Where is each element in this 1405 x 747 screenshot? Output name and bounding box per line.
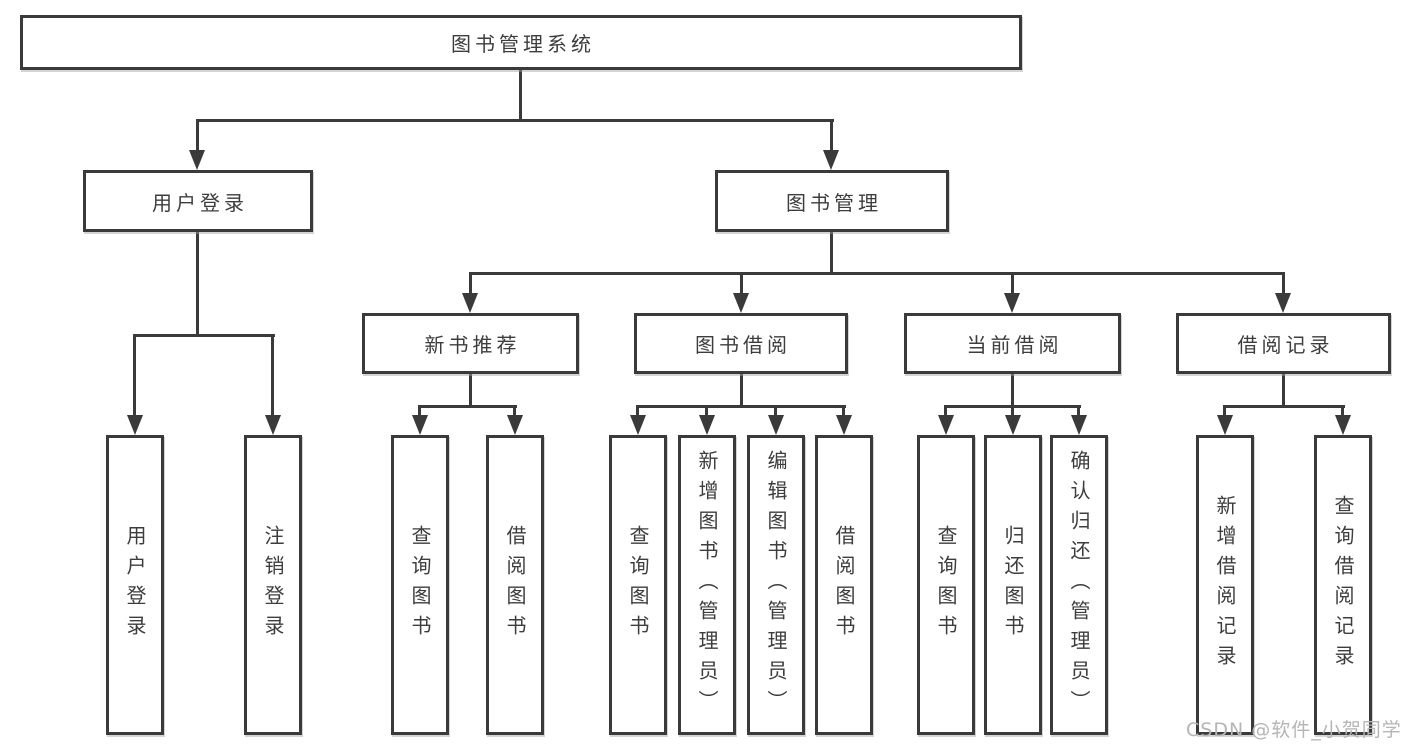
connector-leaf-drop xyxy=(1223,405,1226,419)
connector-root-bar xyxy=(196,119,834,122)
leaf-record-add-record: 新增借阅记录 xyxy=(1196,435,1254,735)
leaf-user-login: 用户登录 xyxy=(106,435,164,735)
node-borrowing-records: 借阅记录 xyxy=(1176,313,1391,374)
node-book-management: 图书管理 xyxy=(715,170,949,232)
connector-leaf-drop xyxy=(944,405,947,419)
connector-book-borrow-bar xyxy=(636,405,846,408)
leaf-rec-query-book: 查询图书 xyxy=(391,435,449,735)
connector-leaf-drop xyxy=(1341,405,1344,419)
leaf-borrow-borrow-book: 借阅图书 xyxy=(815,435,873,735)
leaf-current-confirm-return-admin: 确认归还（管理员） xyxy=(1050,435,1108,735)
connector-logout-drop xyxy=(271,334,274,418)
node-book-borrowing: 图书借阅 xyxy=(634,313,848,374)
connector-leaf-drop xyxy=(1011,405,1014,419)
arrow-down-icon xyxy=(189,150,205,170)
node-library-system: 图书管理系统 xyxy=(20,15,1022,70)
arrow-down-icon xyxy=(127,415,143,435)
node-user-login: 用户登录 xyxy=(83,170,313,232)
connector-user-login-bar xyxy=(133,334,275,337)
connector-leaf-drop xyxy=(636,405,639,419)
connector-leaf-drop xyxy=(705,405,708,419)
leaf-borrow-query-book: 查询图书 xyxy=(609,435,667,735)
arrow-down-icon xyxy=(507,415,523,435)
connector-leaf-drop xyxy=(1077,405,1080,419)
connector-new-book-rec-stem xyxy=(469,371,472,408)
leaf-borrow-edit-book-admin: 编辑图书（管理员） xyxy=(747,435,805,735)
arrow-down-icon xyxy=(733,293,749,313)
node-new-book-recommend: 新书推荐 xyxy=(362,313,579,374)
connector-borrow-record-stem xyxy=(1282,371,1285,408)
connector-new-book-rec-bar xyxy=(419,405,517,408)
leaf-borrow-add-book-admin: 新增图书（管理员） xyxy=(678,435,736,735)
arrow-down-icon xyxy=(823,150,839,170)
connector-leaf-drop xyxy=(513,405,516,419)
connector-leaf-drop xyxy=(418,405,421,419)
connector-book-mgmt-bar xyxy=(469,272,1285,275)
connector-current-borrow-drop xyxy=(1011,272,1014,295)
arrow-down-icon xyxy=(1217,415,1233,435)
arrow-down-icon xyxy=(768,415,784,435)
arrow-down-icon xyxy=(836,415,852,435)
arrow-down-icon xyxy=(1004,293,1020,313)
arrow-down-icon xyxy=(412,415,428,435)
arrow-down-icon xyxy=(1275,293,1291,313)
connector-book-borrow-stem xyxy=(740,371,743,408)
connector-login-leaf-drop xyxy=(133,334,136,418)
leaf-current-return-book: 归还图书 xyxy=(984,435,1042,735)
csdn-watermark: CSDN @软件_小贺同学 xyxy=(1186,719,1402,741)
arrow-down-icon xyxy=(630,415,646,435)
arrow-down-icon xyxy=(462,293,478,313)
leaf-current-query-book: 查询图书 xyxy=(917,435,975,735)
node-current-borrowing: 当前借阅 xyxy=(904,313,1121,374)
leaf-rec-borrow-book: 借阅图书 xyxy=(486,435,544,735)
arrow-down-icon xyxy=(938,415,954,435)
leaf-logout: 注销登录 xyxy=(244,435,302,735)
connector-current-borrow-stem xyxy=(1011,371,1014,408)
connector-book-mgmt-stem xyxy=(830,229,833,275)
arrow-down-icon xyxy=(1071,415,1087,435)
connector-book-borrow-drop xyxy=(740,272,743,295)
arrow-down-icon xyxy=(1005,415,1021,435)
connector-user-login-drop xyxy=(196,119,199,152)
connector-new-book-rec-drop xyxy=(469,272,472,295)
connector-leaf-drop xyxy=(842,405,845,419)
connector-borrow-record-bar xyxy=(1223,405,1345,408)
arrow-down-icon xyxy=(265,415,281,435)
arrow-down-icon xyxy=(699,415,715,435)
connector-leaf-drop xyxy=(774,405,777,419)
connector-borrow-record-drop xyxy=(1282,272,1285,295)
leaf-record-query-record: 查询借阅记录 xyxy=(1314,435,1372,735)
connector-user-login-stem xyxy=(196,229,199,336)
connector-root-stem xyxy=(519,67,522,122)
connector-book-mgmt-drop xyxy=(830,119,833,152)
arrow-down-icon xyxy=(1335,415,1351,435)
